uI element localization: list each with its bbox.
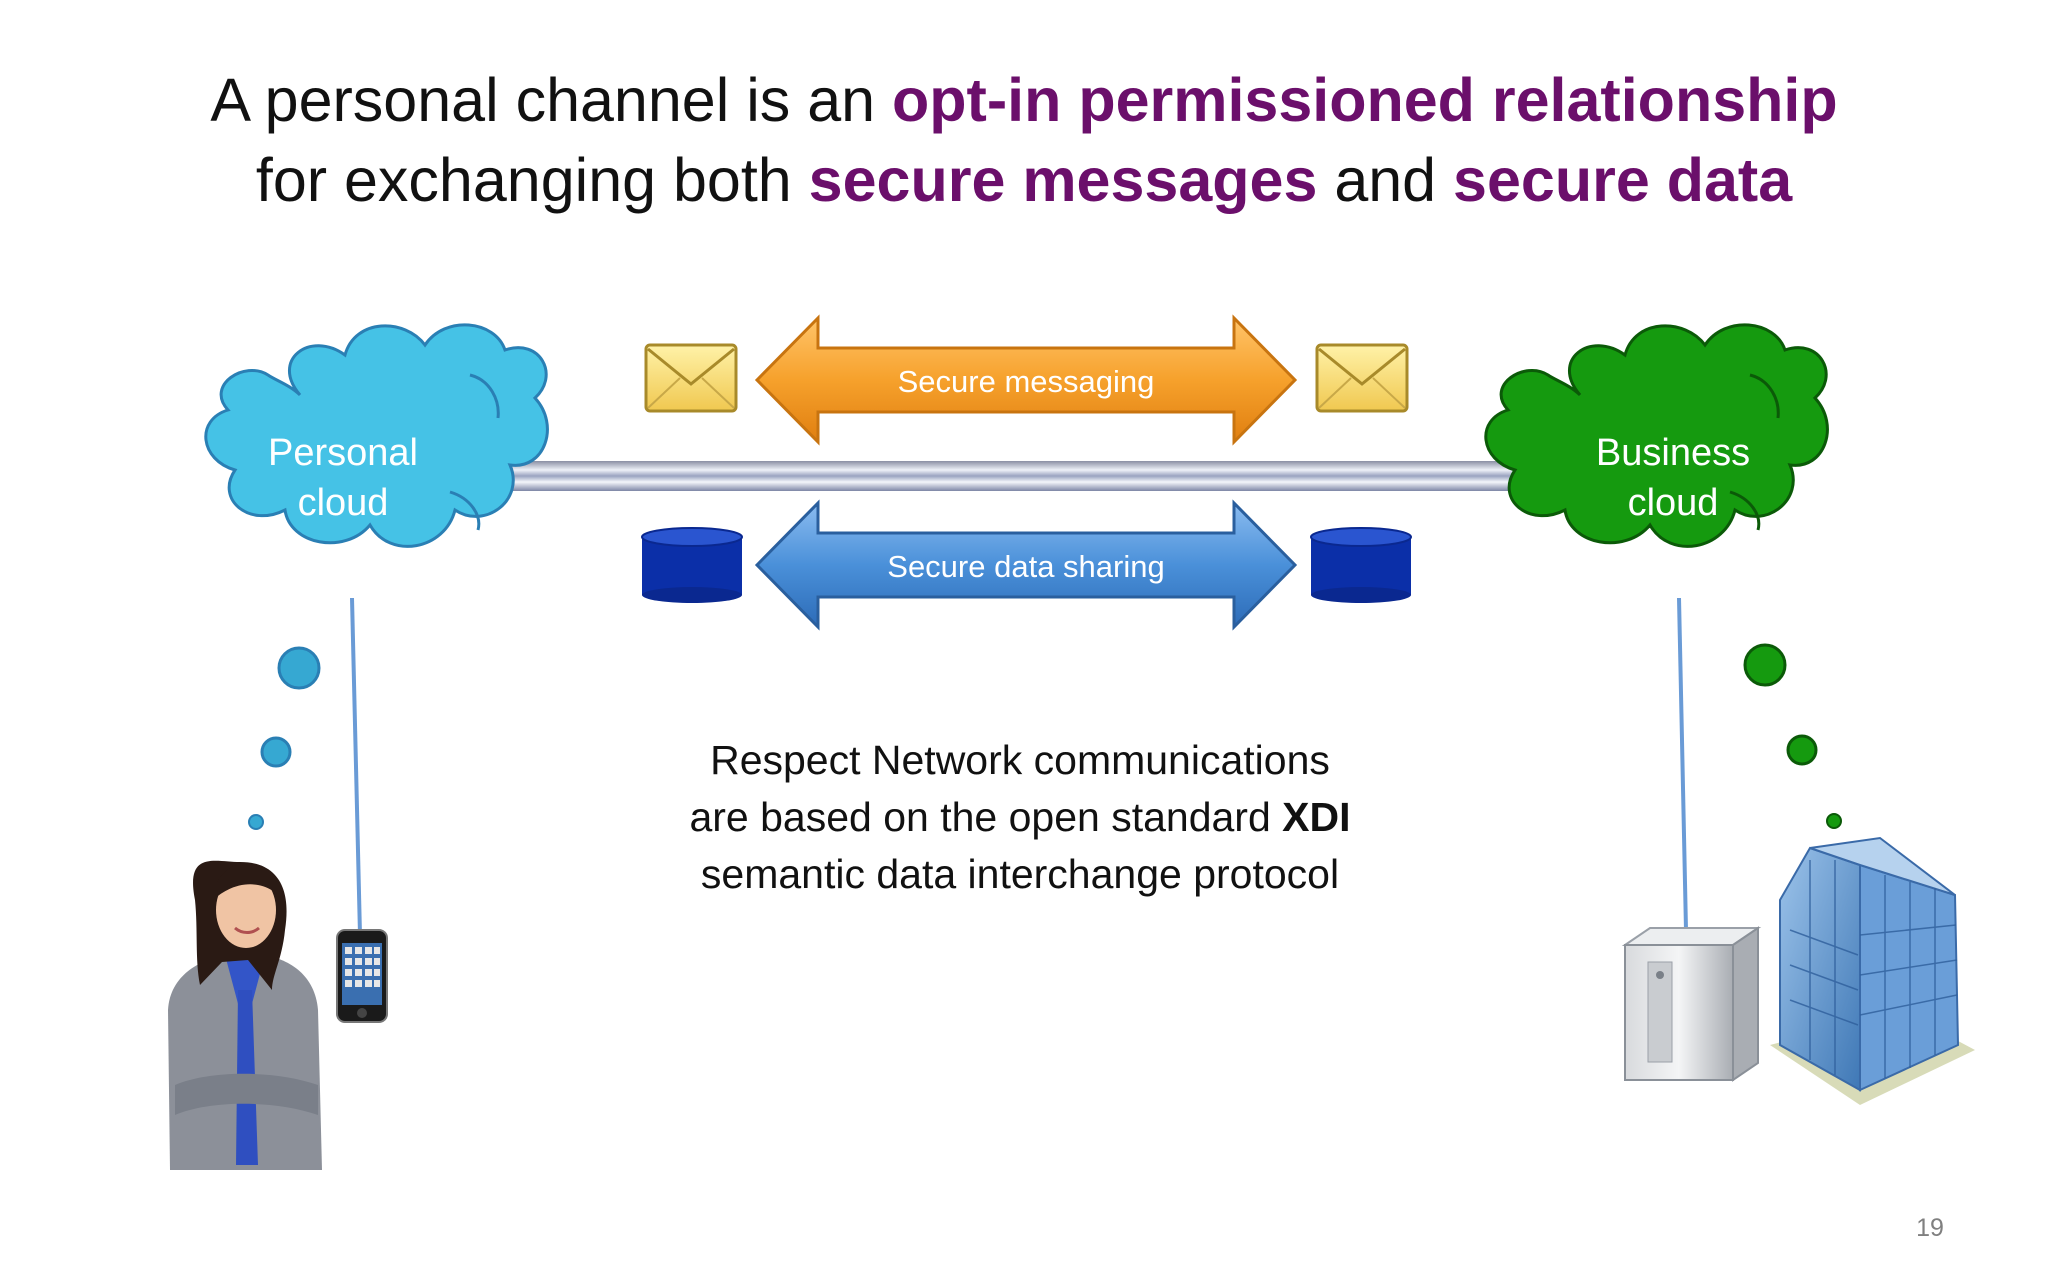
database-icon	[641, 527, 743, 603]
envelope-icon	[1315, 343, 1409, 413]
channel-pipe	[500, 461, 1540, 491]
thought-bubble	[248, 814, 264, 830]
cloud-detail	[449, 490, 481, 531]
title-text: A personal channel is an	[210, 66, 893, 134]
cloud-detail	[1749, 373, 1780, 419]
connector-line	[1677, 597, 1688, 931]
secure-messaging-label: Secure messaging	[897, 364, 1155, 399]
thought-bubble	[1743, 643, 1787, 687]
title-text: for exchanging both	[255, 146, 809, 214]
title-line-1: A personal channel is an opt-in permissi…	[0, 60, 2048, 140]
woman-icon	[168, 860, 322, 1170]
description-line: Respect Network communications	[710, 737, 1330, 783]
personal-cloud-shape	[204, 323, 549, 548]
description-line: are based on the open standard XDI	[560, 789, 1480, 846]
thought-bubble	[1826, 813, 1842, 829]
description-text: are based on the open standard	[689, 794, 1283, 840]
thought-bubble	[1786, 734, 1818, 766]
cloud-label-line: cloud	[1627, 482, 1719, 524]
envelope-icon	[644, 343, 738, 413]
personal-cloud-label: Personal cloud	[223, 428, 463, 528]
cloud-detail	[1729, 490, 1761, 531]
server-icon	[1621, 926, 1762, 1082]
secure-data-arrow	[754, 499, 1298, 631]
office-building-icon	[1770, 836, 1975, 1105]
xdi-emphasis: XDI	[1282, 794, 1351, 840]
cloud-label-line: Business	[1595, 432, 1751, 474]
cloud-label-line: cloud	[297, 482, 389, 524]
business-cloud-shape	[1484, 323, 1829, 548]
database-icon	[1310, 527, 1412, 603]
page-number: 19	[1916, 1214, 1944, 1242]
description-line: semantic data interchange protocol	[700, 851, 1340, 897]
protocol-description: Respect Network communications are based…	[560, 732, 1480, 903]
slide-title: A personal channel is an opt-in permissi…	[0, 60, 2048, 220]
secure-data-label: Secure data sharing	[887, 549, 1165, 584]
title-line-2: for exchanging both secure messages and …	[0, 140, 2048, 220]
title-highlight: opt-in permissioned relationship	[892, 66, 1838, 134]
cloud-detail	[469, 373, 500, 419]
smartphone-icon	[336, 929, 388, 1023]
connector-line	[350, 597, 362, 936]
thought-bubble	[277, 646, 321, 690]
business-cloud-label: Business cloud	[1553, 428, 1793, 528]
secure-messaging-arrow	[754, 314, 1298, 446]
cloud-label-line: Personal	[268, 432, 418, 474]
title-text: and	[1317, 146, 1454, 214]
title-highlight: secure data	[1453, 146, 1793, 214]
thought-bubble	[260, 736, 292, 768]
title-highlight: secure messages	[808, 146, 1318, 214]
